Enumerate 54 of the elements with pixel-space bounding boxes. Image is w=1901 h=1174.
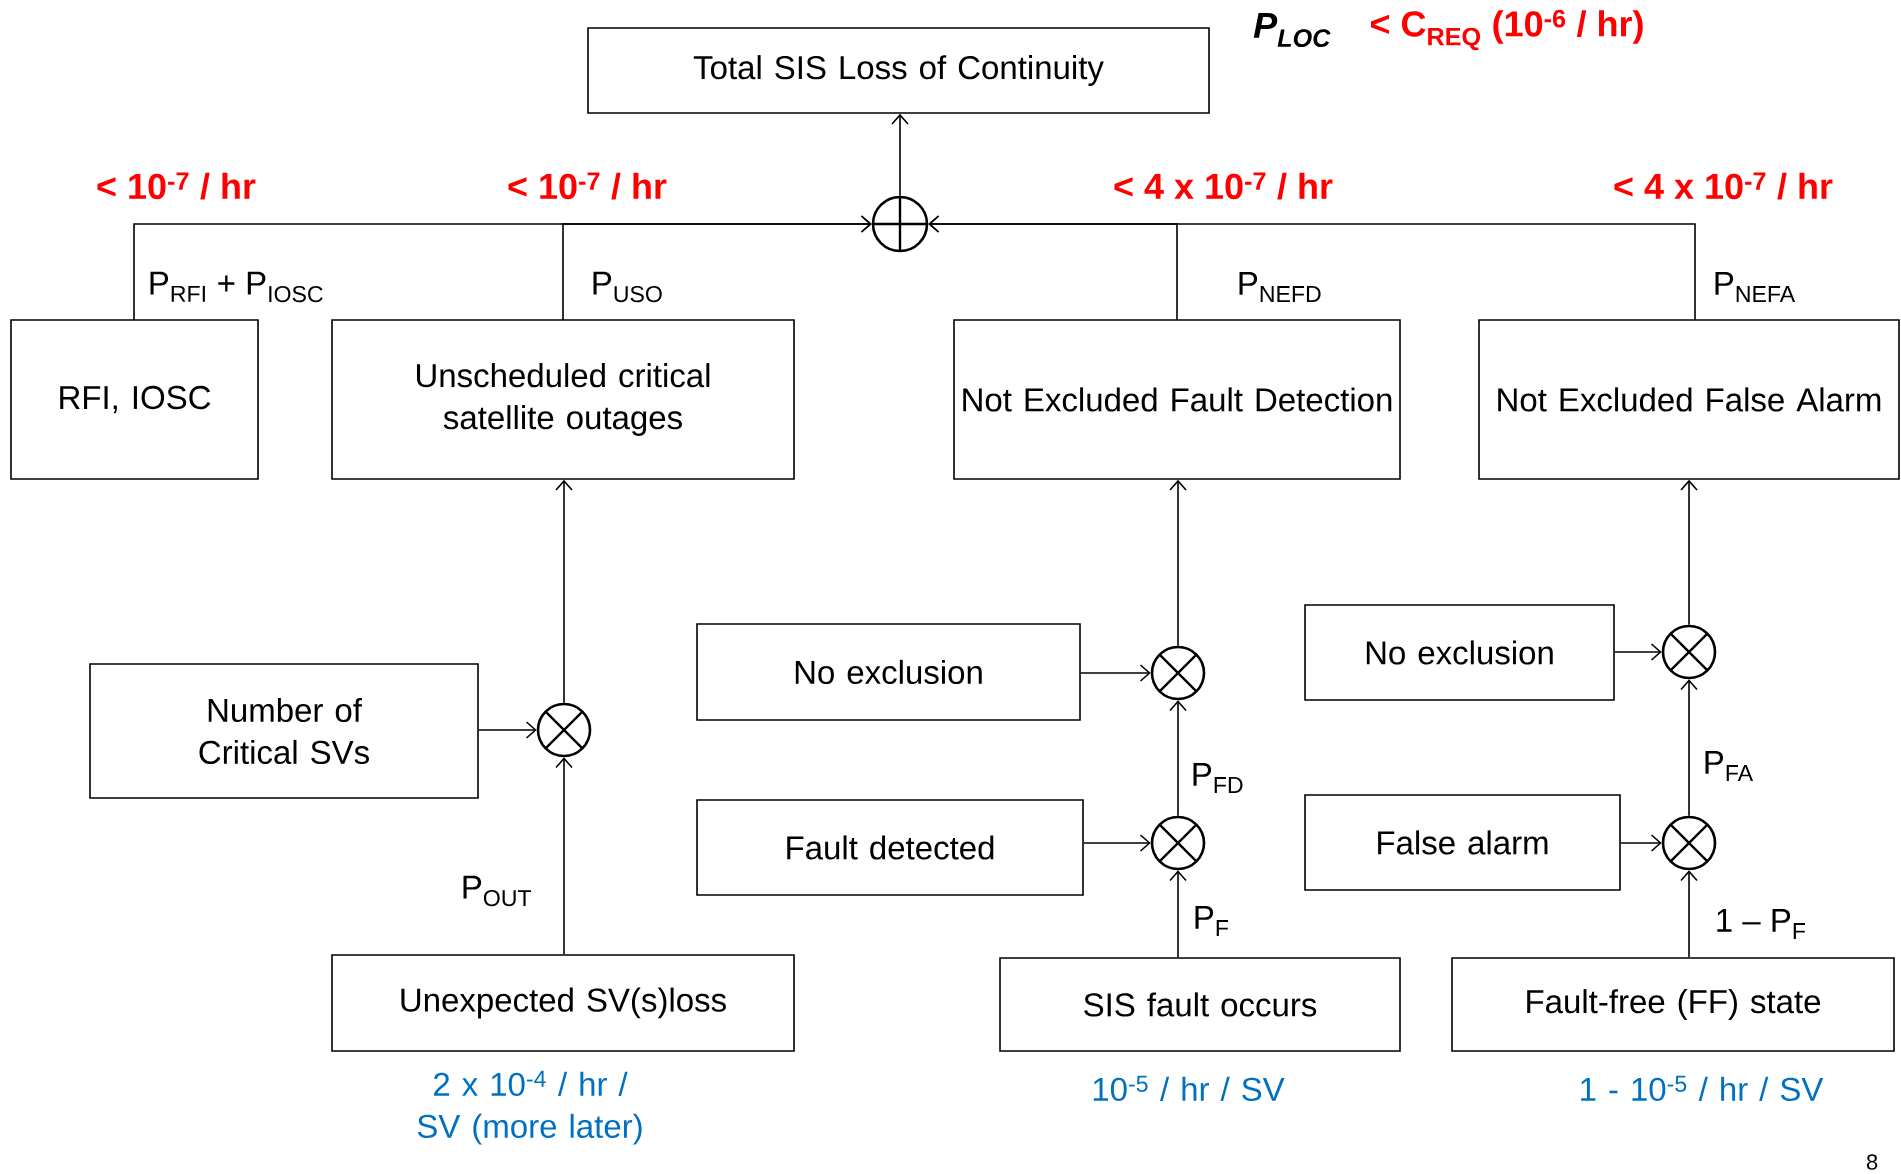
arrow xyxy=(891,113,909,197)
arrow xyxy=(1680,870,1698,958)
edge-label: P$_{FA}$ xyxy=(1705,751,1754,781)
process-box: Fault-free (FF) state xyxy=(1451,957,1895,1052)
edge-label: P$_{F}$ xyxy=(1195,906,1228,936)
rate-label: 10$^{-5}$ / hr / SV xyxy=(1093,1075,1285,1102)
rate-label: 1 - 10$^{-5}$ / hr / SV xyxy=(1581,1075,1824,1102)
annotation: < 4 x 10$^{-7}$ / hr xyxy=(1114,172,1333,200)
process-box: No exclusion xyxy=(1304,604,1615,701)
arrow xyxy=(555,479,573,704)
arrow xyxy=(1169,870,1187,958)
process-box: Total SIS Loss of Continuity xyxy=(587,27,1210,114)
edge-label: P$_{FD}$ xyxy=(1193,763,1243,793)
multiplier-circle xyxy=(871,195,929,253)
arrow xyxy=(1680,479,1698,626)
annotation: < C$_{REQ}$ (10$^{-6}$ / hr) xyxy=(1371,9,1643,51)
edge-label: P$_{USO}$ xyxy=(593,271,662,303)
process-box: Unscheduled critical satellite outages xyxy=(331,319,795,480)
process-box: Not Excluded False Alarm xyxy=(1478,319,1900,480)
annotation: P$_{LOC}$ xyxy=(1253,13,1331,47)
process-box: SIS fault occurs xyxy=(999,957,1401,1052)
annotation: < 4 x 10$^{-7}$ / hr xyxy=(1614,172,1833,200)
arrow xyxy=(555,757,573,955)
process-box: No exclusion xyxy=(696,623,1081,721)
edge-label: P$_{NEFA}$ xyxy=(1715,272,1796,302)
process-box: Unexpected SV(s)loss xyxy=(331,954,795,1052)
arrow xyxy=(1614,643,1662,661)
arrow xyxy=(1169,479,1187,647)
multiplier-circle xyxy=(536,702,592,758)
arrow xyxy=(1620,834,1662,852)
arrow xyxy=(1680,679,1698,817)
edge-label: 1 – P$_{F}$ xyxy=(1717,909,1806,939)
process-box: Not Excluded Fault Detection xyxy=(953,319,1401,480)
annotation: < 10$^{-7}$ / hr xyxy=(508,172,667,200)
arrow xyxy=(1080,664,1151,682)
arrow xyxy=(478,721,537,739)
edge-label: P$_{OUT}$ xyxy=(463,875,532,907)
arrow xyxy=(928,215,1696,321)
multiplier-circle xyxy=(1150,815,1206,871)
edge-label: P$_{RFI}$ + P$_{IOSC}$ xyxy=(150,271,323,303)
process-box: RFI, IOSC xyxy=(10,319,259,480)
multiplier-circle xyxy=(1150,645,1206,701)
arrow xyxy=(1169,700,1187,817)
annotation: < 10$^{-7}$ / hr xyxy=(97,172,256,200)
annotation: 8 xyxy=(1866,1154,1878,1170)
process-box: False alarm xyxy=(1304,794,1621,891)
edge-label: P$_{NEFD}$ xyxy=(1239,272,1321,302)
process-box: Fault detected xyxy=(696,799,1084,896)
arrow xyxy=(1083,834,1151,852)
arrow xyxy=(562,215,872,321)
multiplier-circle xyxy=(1661,815,1717,871)
process-box: Number of Critical SVs xyxy=(89,663,479,799)
rate-label: 2 x 10$^{-4}$ / hr / SV (more later) xyxy=(417,1070,642,1145)
multiplier-circle xyxy=(1661,624,1717,680)
